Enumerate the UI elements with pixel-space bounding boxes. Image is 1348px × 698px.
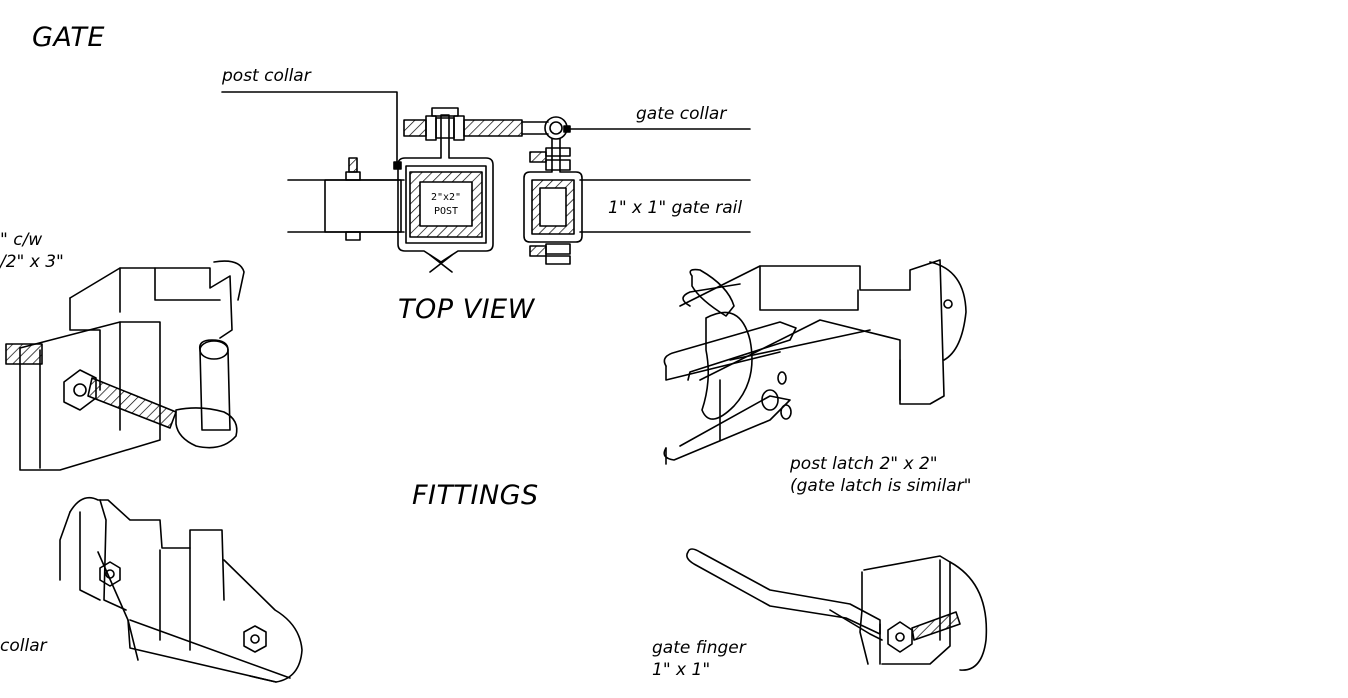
page-title: GATE — [32, 22, 105, 53]
post-latch-label-line2: (gate latch is similar" — [790, 476, 972, 496]
top-view-heading: TOP VIEW — [398, 294, 535, 325]
hinge-label-line1: " c/w — [0, 230, 43, 250]
hinge-fitting — [5, 260, 245, 471]
gate-finger-fitting — [686, 548, 988, 671]
gate-finger-label-line2: 1" x 1" — [652, 660, 711, 680]
post-latch-label-line1: post latch 2" x 2" — [790, 454, 938, 474]
post-collar-leader — [221, 91, 398, 167]
collar-label: collar — [0, 636, 47, 656]
gate-finger-label-line1: gate finger — [652, 638, 746, 658]
gate-rail-label: 1" x 1" gate rail — [608, 198, 743, 218]
top-view-diagram: 2"x2" POST — [221, 91, 751, 273]
post-text-line1: 2"x2" — [431, 192, 461, 203]
post-collar-label: post collar — [222, 66, 311, 86]
post-latch-fitting — [663, 259, 967, 465]
hinge-label-line2: /2" x 3" — [0, 252, 64, 272]
collar-fitting — [59, 496, 303, 683]
gate-collar-label: gate collar — [636, 104, 727, 124]
fittings-heading: FITTINGS — [412, 480, 539, 511]
post-text-line2: POST — [434, 206, 458, 217]
